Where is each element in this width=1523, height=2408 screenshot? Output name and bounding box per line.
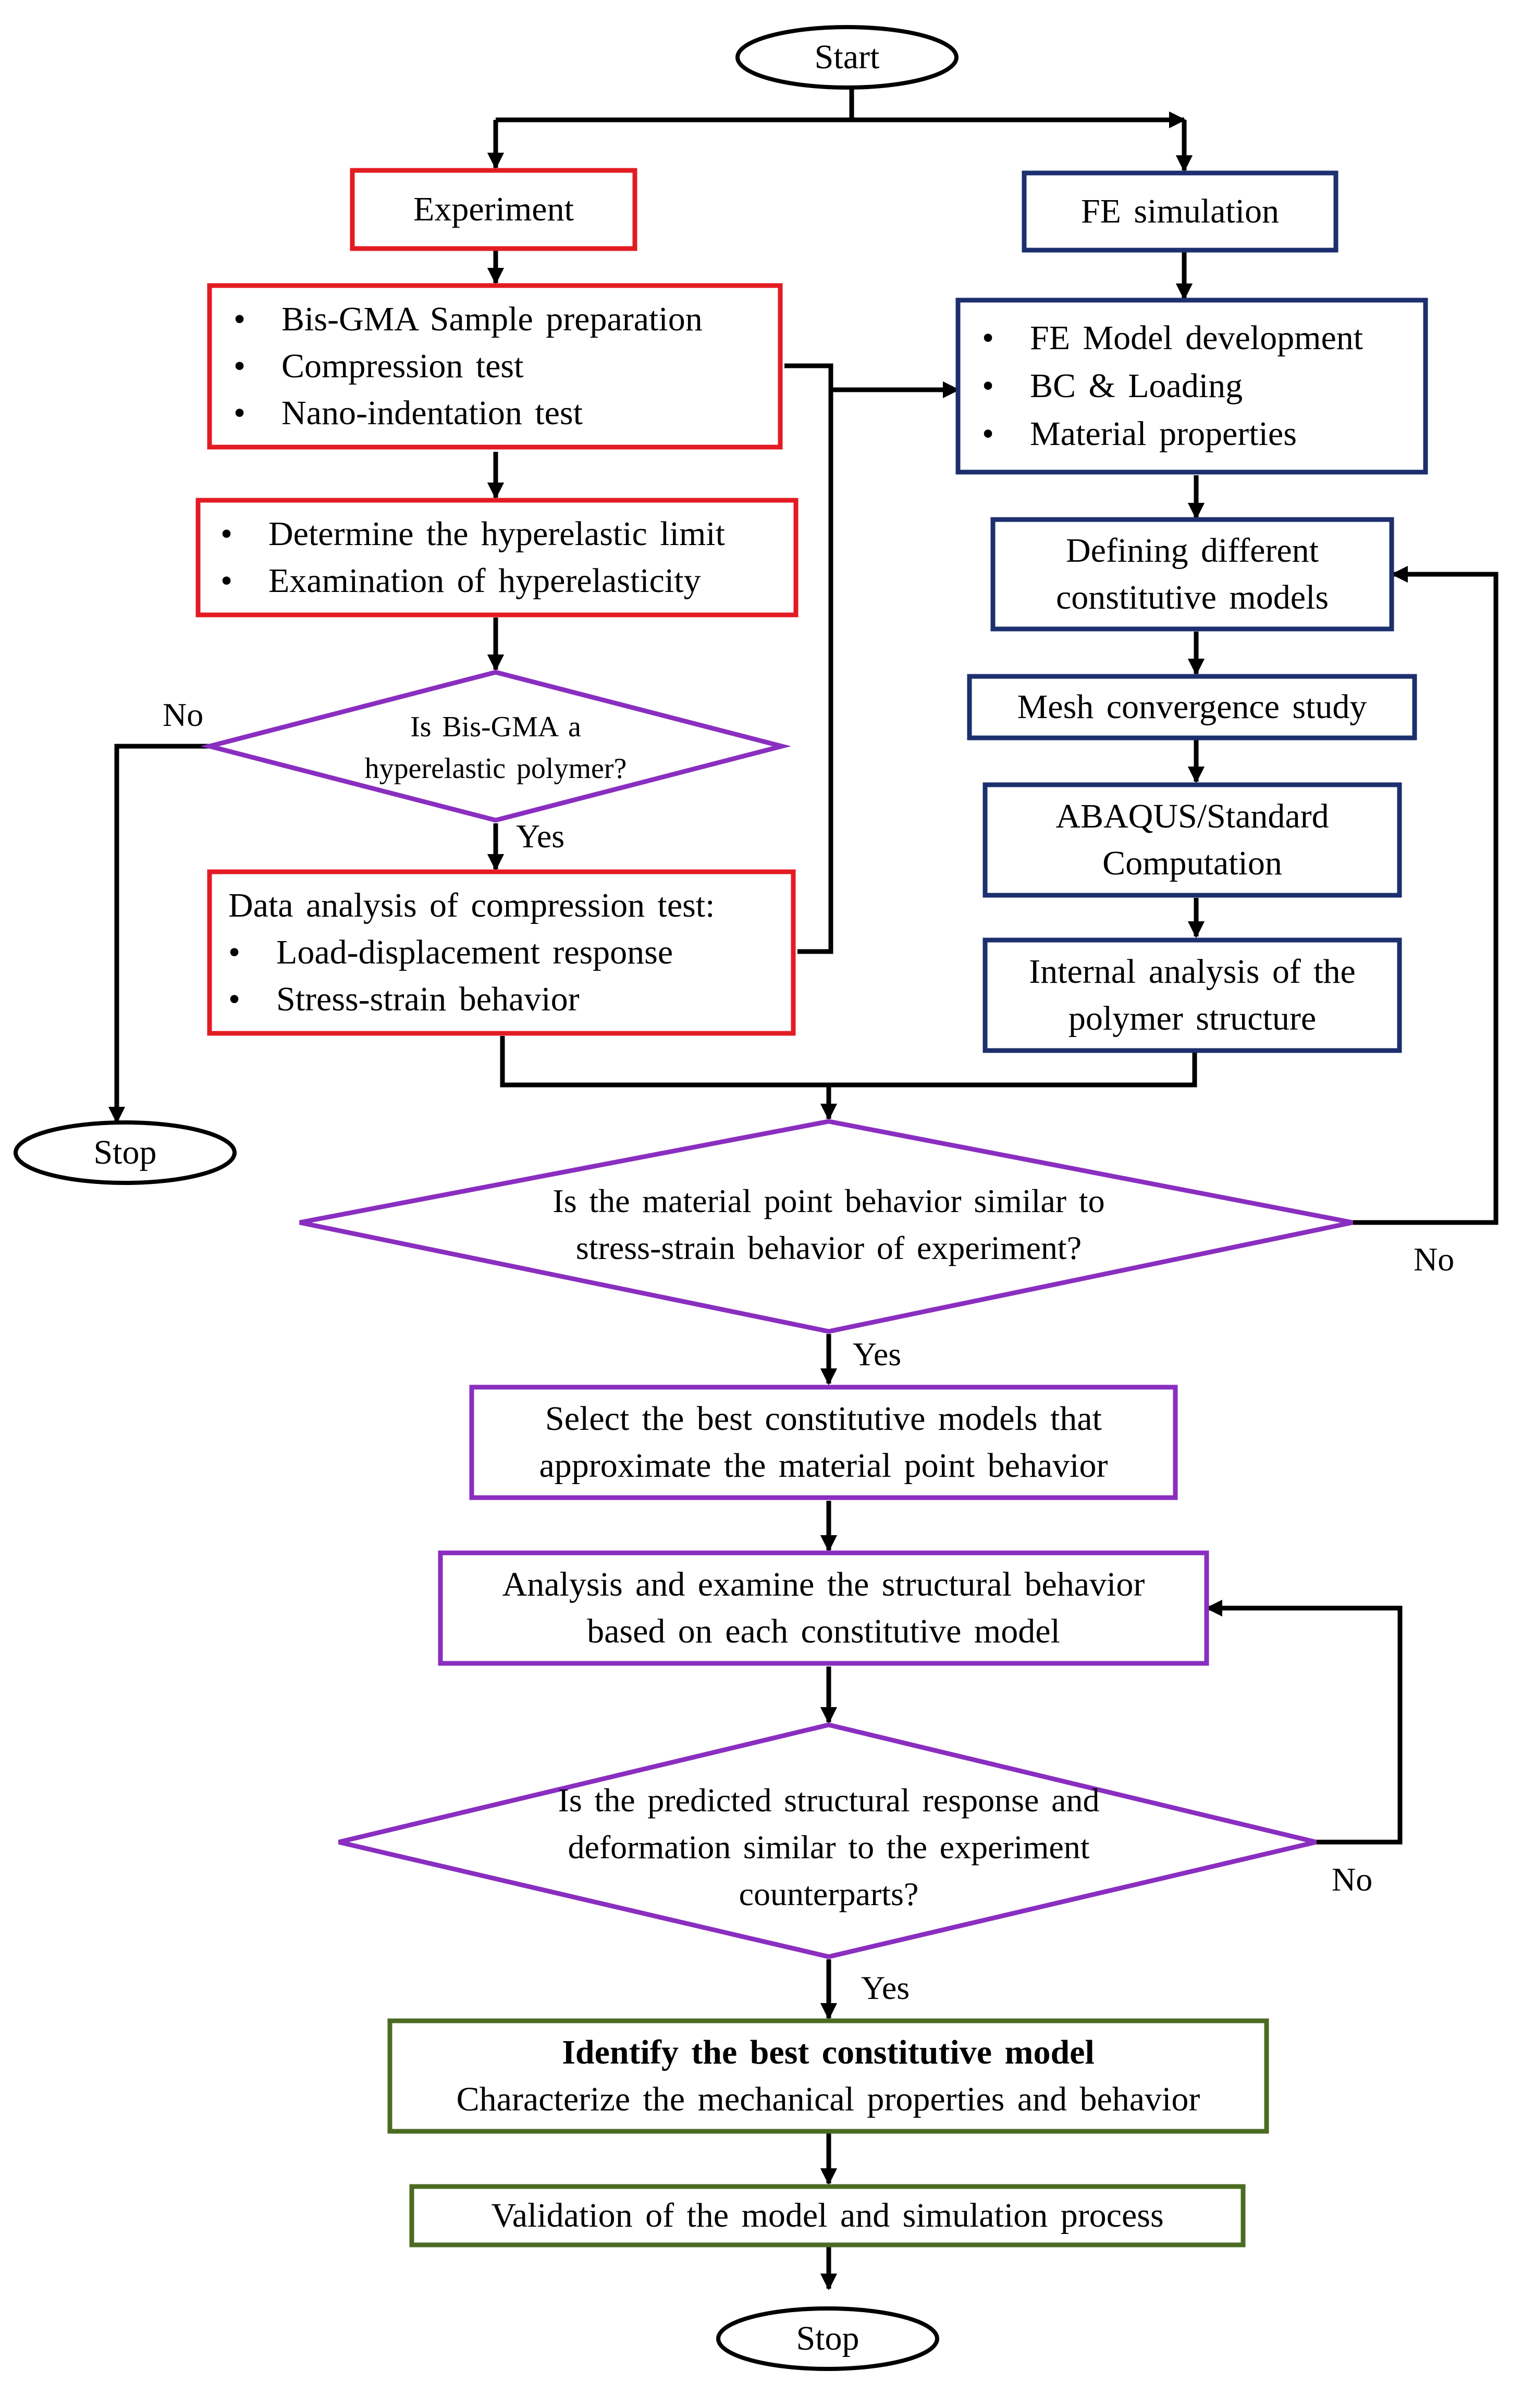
decision-material-text: Is the material point behavior similar t…: [552, 1182, 1105, 1266]
internal-text: Internal analysis of the polymer structu…: [1029, 953, 1356, 1038]
stop-bottom-oval: [716, 2306, 939, 2371]
stop-left-oval: [14, 1120, 237, 1185]
edge-label-yes-material: Yes: [853, 1336, 902, 1373]
analysis-examine-text: Analysis and examine the structural beha…: [502, 1565, 1145, 1650]
analysis-examine-box: [438, 1550, 1209, 1666]
select-best-box: [469, 1385, 1178, 1500]
decision-material-diamond: [299, 1119, 1353, 1334]
edge-merge: [500, 1036, 1197, 1088]
fe-simulation-box: [1022, 170, 1338, 253]
identify-text: Identify the best constitutive model Cha…: [390, 2021, 1267, 2131]
stop-left-label: Stop: [93, 1133, 157, 1171]
identify-box: [387, 2018, 1269, 2134]
start-oval: [735, 25, 959, 90]
abaqus-text: ABAQUS/Standard Computation: [1055, 797, 1329, 882]
validation-box: [409, 2184, 1246, 2248]
edge-label-no-structural: No: [1332, 1861, 1373, 1898]
defining-models-text: Defining different constitutive models: [1055, 532, 1329, 616]
decision-structural-text: Is the predicted structural response and…: [558, 1782, 1100, 1912]
experiment-tasks-text: Bis-GMA Sample preparation Compression t…: [224, 286, 777, 447]
fe-simulation-label: FE simulation: [1080, 192, 1280, 230]
hyperelastic-text: Determine the hyperelastic limit Examina…: [211, 500, 792, 615]
identify-subtitle: Characterize the mechanical properties a…: [456, 2080, 1200, 2118]
mesh-text: Mesh convergence study: [1017, 688, 1367, 726]
stop-bottom-label: Stop: [796, 2319, 859, 2357]
abaqus-box: [982, 782, 1402, 898]
decision-hyper-diamond: [200, 670, 791, 823]
experiment-box: [350, 168, 637, 251]
connectors: [108, 86, 1499, 2291]
edge-decision-no-stop: [108, 744, 210, 1124]
edge-data-to-fe-tasks: [797, 381, 960, 954]
identify-title: Identify the best constitutive model: [562, 2033, 1095, 2071]
fe-tasks-text: FE Model development BC & Loading Materi…: [973, 300, 1421, 472]
edge-material-no-loop: [1353, 565, 1499, 1225]
start-label: Start: [814, 38, 880, 76]
edge-structural-no-loop: [1205, 1599, 1403, 1845]
decision-structural-diamond: [338, 1722, 1317, 1959]
edge-exptasks-join: [784, 363, 833, 390]
validation-text: Validation of the model and simulation p…: [491, 2196, 1164, 2234]
decision-hyper-text: Is Bis-GMA a hyperelastic polymer?: [364, 711, 627, 785]
select-best-text: Select the best constitutive models that…: [539, 1400, 1108, 1485]
edge-label-no-hyper: No: [163, 696, 204, 733]
edge-label-no-material: No: [1414, 1241, 1455, 1278]
edge-label-yes-hyper: Yes: [516, 818, 565, 855]
data-analysis-text: Data analysis of compression test: Load-…: [219, 872, 790, 1033]
experiment-label: Experiment: [413, 190, 574, 228]
edge-label-yes-structural: Yes: [861, 1969, 910, 2006]
internal-box: [982, 937, 1402, 1053]
mesh-box: [967, 674, 1417, 740]
defining-models-box: [990, 517, 1394, 632]
